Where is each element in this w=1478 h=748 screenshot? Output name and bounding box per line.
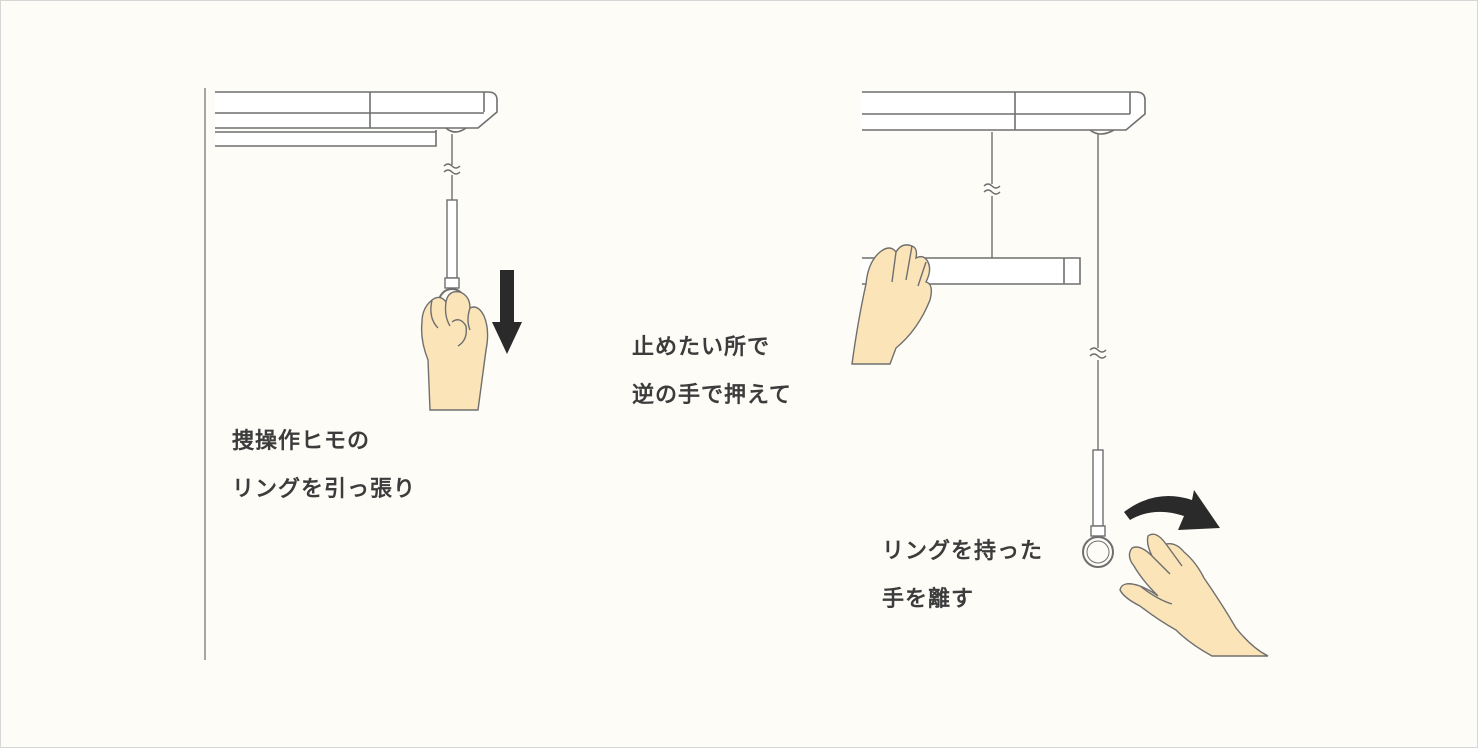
curved-arrow-icon xyxy=(1124,490,1220,530)
right-panel xyxy=(851,91,1269,657)
step2-line1: 止めたい所で xyxy=(632,335,771,360)
step1-line1: 捜操作ヒモの xyxy=(232,429,371,454)
hand-icon xyxy=(1119,533,1269,657)
operation-cord xyxy=(438,134,466,316)
step1-caption: 捜操作ヒモの リングを引っ張り xyxy=(232,418,416,514)
lift-cord xyxy=(983,132,1001,258)
step2-line2: 逆の手で押えて xyxy=(632,383,792,408)
step3-caption: リングを持った 手を離す xyxy=(882,528,1043,624)
hand-icon xyxy=(420,291,489,411)
step2-caption: 止めたい所で 逆の手で押えて xyxy=(632,324,792,420)
ring-icon xyxy=(1082,536,1114,568)
step1-line2: リングを引っ張り xyxy=(232,477,417,502)
hand-icon xyxy=(851,244,933,365)
head-rail-right xyxy=(862,91,1146,135)
head-rail xyxy=(215,91,498,147)
step3-line2: 手を離す xyxy=(882,587,975,612)
down-arrow-icon xyxy=(492,270,522,354)
left-panel xyxy=(204,88,522,660)
step3-line1: リングを持った xyxy=(882,539,1044,564)
operation-cord-right xyxy=(1082,134,1114,568)
